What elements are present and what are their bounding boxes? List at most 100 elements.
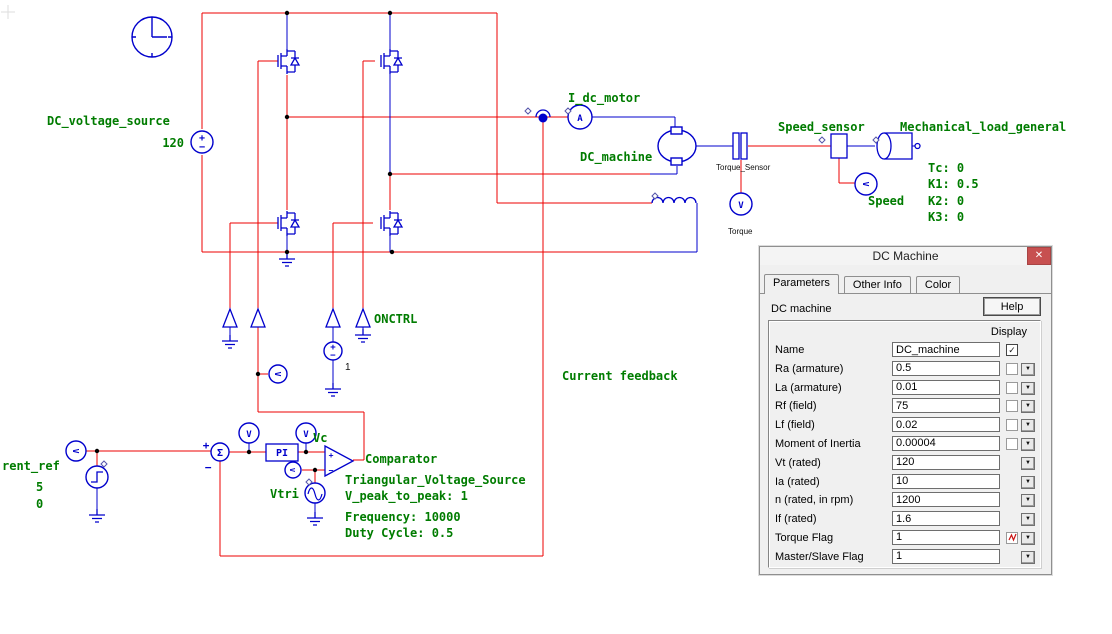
- parameter-input[interactable]: [892, 342, 1000, 357]
- summing-junction[interactable]: Σ + −: [203, 439, 230, 474]
- dropdown-button[interactable]: ▼: [1021, 513, 1035, 527]
- label-load-tc[interactable]: Tc: 0: [928, 161, 964, 175]
- probe-vtri[interactable]: V: [284, 461, 302, 479]
- mechanical-load-symbol[interactable]: [876, 132, 921, 160]
- gating-block-2[interactable]: [250, 307, 266, 328]
- display-checkbox[interactable]: [1006, 419, 1018, 432]
- dropdown-button[interactable]: ▼: [1021, 362, 1035, 376]
- parameter-label: Ra (armature): [775, 362, 844, 375]
- ground-icon[interactable]: [89, 253, 371, 526]
- display-checkbox[interactable]: [1006, 381, 1018, 394]
- label-load-k3[interactable]: K3: 0: [928, 210, 964, 224]
- display-checkbox[interactable]: [1006, 362, 1018, 375]
- parameter-label: La (armature): [775, 381, 842, 394]
- parameter-input[interactable]: [892, 435, 1000, 451]
- label-current-feedback[interactable]: Current feedback: [562, 369, 678, 383]
- tab-other-info[interactable]: Other Info: [843, 276, 911, 293]
- comparator-block[interactable]: + −: [324, 444, 355, 478]
- dropdown-button[interactable]: ▼: [1021, 531, 1035, 545]
- label-torque-sensor[interactable]: Torque_Sensor: [716, 163, 771, 172]
- display-checkbox[interactable]: [1006, 531, 1018, 544]
- label-load-k1[interactable]: K1: 0.5: [928, 177, 979, 191]
- gating-block-onctrl[interactable]: [355, 307, 371, 328]
- display-checkbox[interactable]: [1006, 400, 1018, 413]
- help-button[interactable]: Help: [983, 297, 1041, 316]
- current-sensor[interactable]: [535, 109, 551, 123]
- dialog-titlebar[interactable]: DC Machine ✕: [760, 247, 1051, 265]
- label-tri-duty[interactable]: Duty Cycle: 0.5: [345, 526, 453, 540]
- parameter-input[interactable]: [892, 473, 1000, 489]
- voltmeter-speed[interactable]: V: [854, 172, 878, 196]
- mosfet-top-left[interactable]: [277, 49, 301, 74]
- label-load-k2[interactable]: K2: 0: [928, 194, 964, 208]
- voltmeter-torque[interactable]: V: [729, 192, 753, 216]
- mosfet-bottom-left[interactable]: [277, 211, 301, 236]
- dropdown-button[interactable]: ▼: [1021, 437, 1035, 451]
- probe-current-ref[interactable]: V: [65, 440, 87, 462]
- mosfet-top-right[interactable]: [380, 49, 404, 74]
- label-vc[interactable]: Vc: [313, 431, 327, 445]
- label-const-one[interactable]: 1: [345, 362, 351, 373]
- parameter-input[interactable]: [892, 360, 1000, 376]
- label-tri-vpp[interactable]: V_peak_to_peak: 1: [345, 489, 468, 504]
- parameter-label: Master/Slave Flag: [775, 550, 864, 563]
- parameter-input[interactable]: [892, 511, 1000, 527]
- label-speed-sensor[interactable]: Speed_sensor: [778, 120, 865, 135]
- label-i-dc-motor[interactable]: I_dc_motor: [568, 91, 640, 106]
- ammeter[interactable]: A: [567, 104, 593, 130]
- parameter-input[interactable]: [892, 454, 1000, 470]
- label-dc-machine[interactable]: DC_machine: [580, 150, 652, 165]
- label-dc-voltage-value[interactable]: 120: [162, 136, 184, 150]
- dropdown-button[interactable]: ▼: [1021, 494, 1035, 508]
- triangular-source[interactable]: [304, 482, 326, 504]
- label-vtri[interactable]: Vtri: [270, 487, 299, 501]
- label-current-ref-v2[interactable]: 0: [36, 497, 43, 511]
- parameter-input[interactable]: [892, 417, 1000, 433]
- voltmeter-vc[interactable]: V: [295, 422, 317, 444]
- dropdown-button[interactable]: ▼: [1021, 381, 1035, 395]
- step-source[interactable]: [85, 465, 109, 489]
- parameter-input[interactable]: [892, 529, 1000, 545]
- label-dc-voltage-source[interactable]: DC_voltage_source: [47, 114, 170, 129]
- red-wires[interactable]: [86, 12, 856, 557]
- dropdown-button[interactable]: ▼: [1021, 456, 1035, 470]
- probe-gate-signal[interactable]: V: [268, 364, 288, 384]
- label-tri-source[interactable]: Triangular_Voltage_Source: [345, 473, 526, 488]
- tab-color[interactable]: Color: [915, 276, 961, 293]
- label-torque-meter[interactable]: Torque: [728, 227, 753, 236]
- blue-wires[interactable]: [96, 13, 915, 515]
- close-button[interactable]: ✕: [1027, 247, 1051, 265]
- dropdown-button[interactable]: ▼: [1021, 550, 1035, 564]
- label-tri-freq[interactable]: Frequency: 10000: [345, 510, 461, 524]
- gating-block-3[interactable]: [325, 307, 341, 328]
- clock-icon[interactable]: [131, 16, 173, 58]
- pi-controller[interactable]: PI: [265, 443, 299, 462]
- label-current-ref[interactable]: rent_ref: [2, 459, 60, 474]
- label-comparator[interactable]: Comparator: [365, 452, 437, 466]
- parameter-input[interactable]: [892, 379, 1000, 395]
- dropdown-button[interactable]: ▼: [1021, 475, 1035, 489]
- voltmeter-pi-in[interactable]: V: [238, 422, 260, 444]
- parameter-input[interactable]: [892, 398, 1000, 414]
- torque-sensor-symbol[interactable]: [732, 132, 748, 160]
- mosfet-bottom-right[interactable]: [380, 211, 404, 236]
- tab-parameters[interactable]: Parameters: [764, 274, 839, 294]
- field-inductor[interactable]: [651, 196, 697, 204]
- constant-source[interactable]: + −: [323, 341, 343, 361]
- speed-sensor-symbol[interactable]: [830, 133, 848, 159]
- svg-text:+: +: [329, 451, 334, 460]
- parameter-input[interactable]: [892, 548, 1000, 564]
- dc-machine-symbol[interactable]: [657, 126, 697, 166]
- dropdown-button[interactable]: ▼: [1021, 400, 1035, 414]
- display-checkbox[interactable]: [1006, 437, 1018, 450]
- dc-voltage-source[interactable]: + −: [190, 130, 214, 154]
- label-current-ref-v1[interactable]: 5: [36, 480, 43, 494]
- parameter-input[interactable]: [892, 492, 1000, 508]
- label-mechanical-load[interactable]: Mechanical_load_general: [900, 120, 1066, 135]
- display-checkbox[interactable]: ✓: [1006, 344, 1018, 356]
- dropdown-button[interactable]: ▼: [1021, 419, 1035, 433]
- gating-block-1[interactable]: [222, 307, 238, 328]
- label-speed-meter[interactable]: Speed: [868, 194, 904, 208]
- label-onctrl[interactable]: ONCTRL: [374, 312, 417, 326]
